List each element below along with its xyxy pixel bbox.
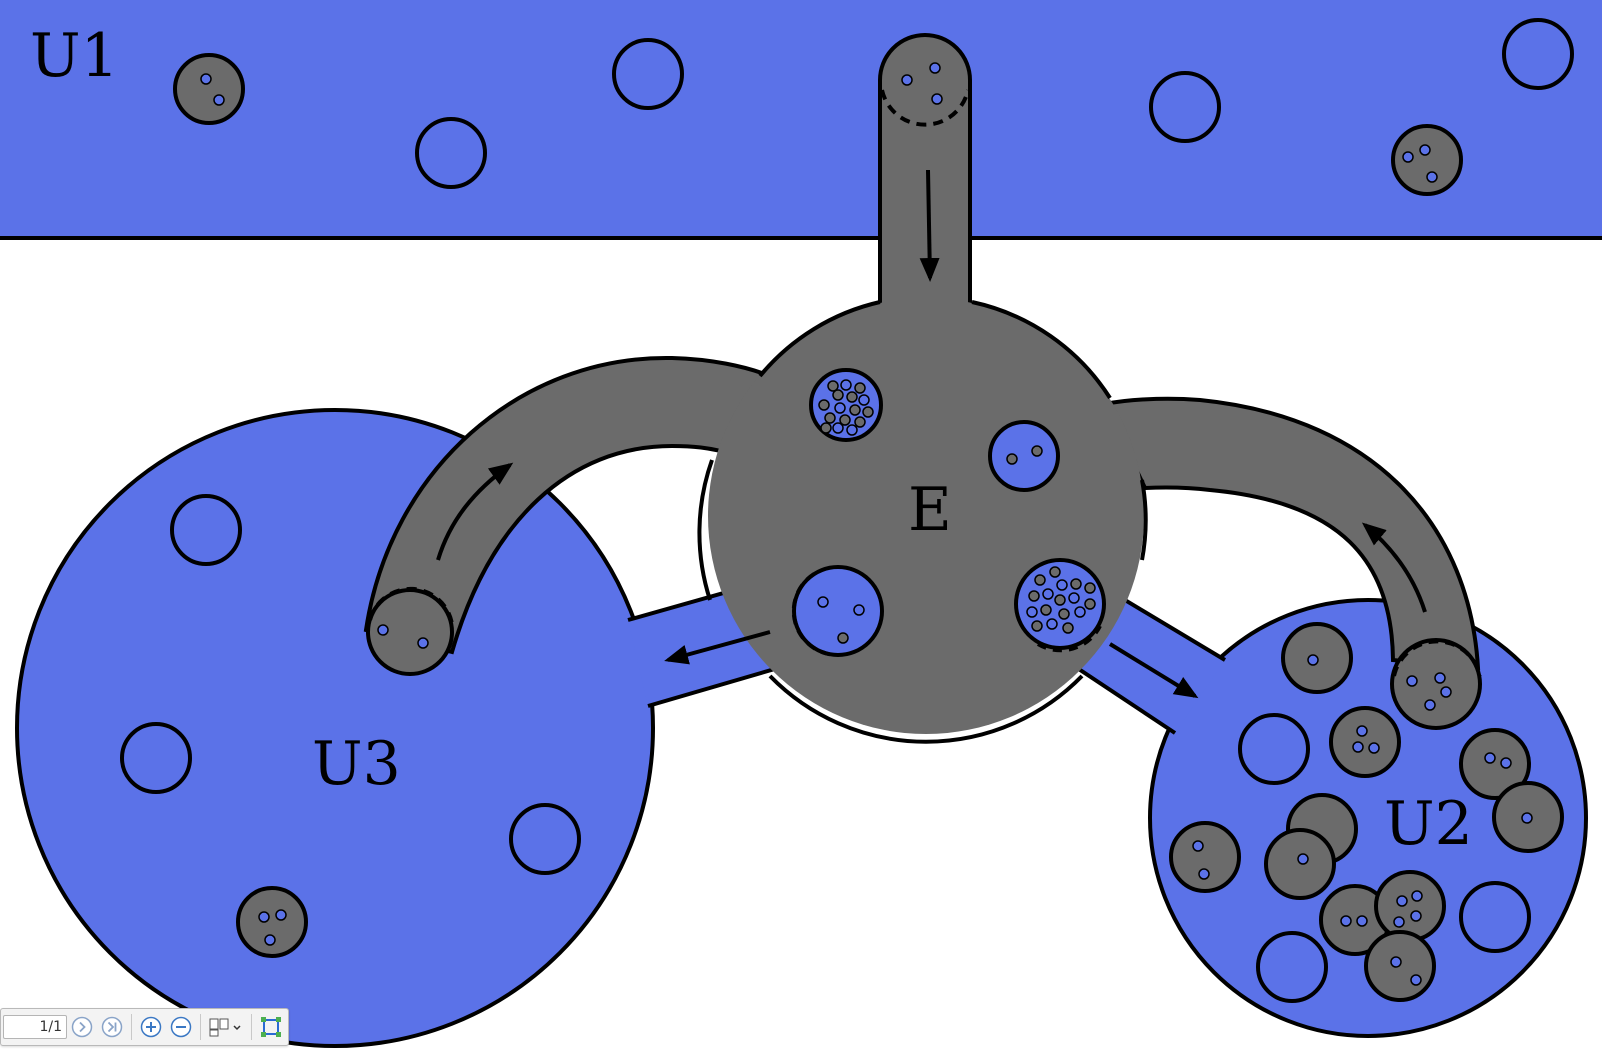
vesicle-stalk-top	[880, 62, 970, 127]
u1-cargo-dots	[200, 73, 1438, 183]
u1-vesicles	[173, 18, 1574, 196]
page-indicator: 1/1	[39, 1019, 62, 1035]
last-page-button[interactable]	[99, 1014, 125, 1040]
arrow-arc-left	[436, 462, 514, 561]
zoom-in-button[interactable]	[138, 1014, 164, 1040]
zoom-out-button[interactable]	[168, 1014, 194, 1040]
region-u2	[1148, 598, 1588, 1038]
region-u3	[15, 408, 655, 1048]
label-e: E	[908, 475, 952, 545]
zoom-in-icon	[140, 1016, 162, 1038]
viewer-toolbar: 1/1	[0, 1008, 289, 1046]
arrow-arc-right	[1361, 522, 1427, 613]
fit-page-button[interactable]	[258, 1014, 284, 1040]
zoom-out-icon	[170, 1016, 192, 1038]
flow-arrows	[436, 169, 1427, 699]
vesicle-e-small	[988, 420, 1060, 492]
vesicle-e-packed	[809, 368, 883, 442]
vesicle-arc-u3-end	[366, 586, 454, 676]
fit-page-icon	[261, 1017, 281, 1037]
page-layout-icon	[209, 1018, 241, 1037]
page-layout-button[interactable]	[207, 1014, 245, 1040]
vesicle-arc-u2-end	[1390, 638, 1482, 730]
arrow-down-stalk	[919, 169, 940, 282]
region-u1	[0, 0, 1602, 240]
vesicle-tube-u2-start	[1014, 558, 1106, 653]
arrow-to-u2	[1108, 642, 1199, 699]
page-number-field[interactable]: 1/1	[3, 1015, 67, 1039]
label-u3: U3	[312, 729, 401, 799]
last-page-icon	[101, 1016, 123, 1038]
label-u1: U1	[30, 21, 119, 91]
label-u2: U2	[1384, 789, 1473, 859]
u3-vesicles	[120, 494, 581, 958]
toolbar-separator	[200, 1014, 201, 1040]
toolbar-separator	[131, 1014, 132, 1040]
u2-cargo-dots	[1192, 654, 1533, 986]
toolbar-separator	[251, 1014, 252, 1040]
next-page-button[interactable]	[69, 1014, 95, 1040]
arrow-to-u3	[664, 630, 771, 665]
vesicle-tube-u3-start	[791, 565, 884, 657]
u3-cargo-dots	[258, 909, 287, 946]
next-page-icon	[71, 1016, 93, 1038]
